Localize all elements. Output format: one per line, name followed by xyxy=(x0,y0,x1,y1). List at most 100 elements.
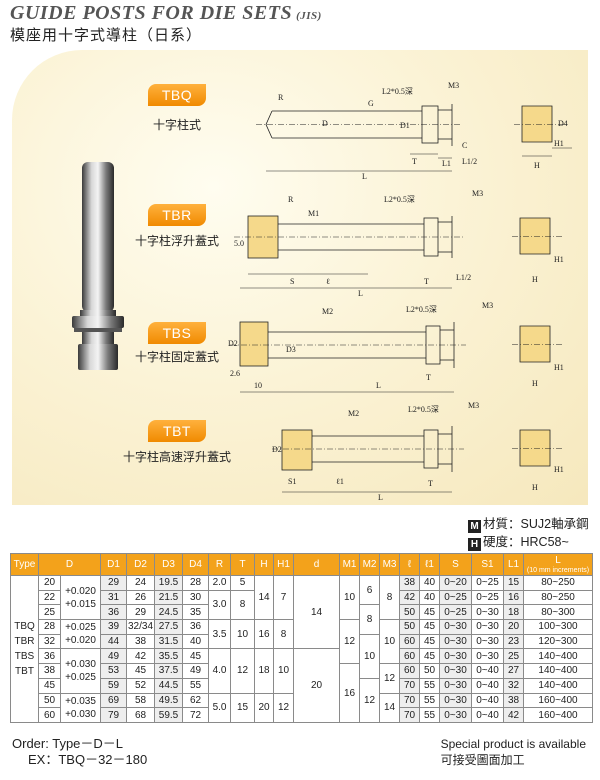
th-length-label: L xyxy=(555,555,561,566)
cell-s1: 0~30 xyxy=(471,648,505,665)
lbl-g: G xyxy=(368,99,374,108)
th-d2: D2 xyxy=(126,553,156,576)
cell-s1: 0~30 xyxy=(471,633,505,650)
cell-t: 5 xyxy=(230,575,256,591)
cell-h: 14 xyxy=(254,574,275,621)
title-cn: 模座用十字式導柱（日系） xyxy=(10,27,203,44)
th-l: ℓ xyxy=(399,553,421,576)
cell-length: 120~300 xyxy=(523,633,594,650)
cell-t: 10 xyxy=(230,619,256,650)
hardness-icon: H xyxy=(468,538,481,551)
drawing-tbr: 5.0 R M1 L2*0.5深 M3 S ℓ L T L1/2 H H1 xyxy=(234,189,564,298)
cell-r: 3.5 xyxy=(208,619,232,650)
cell-d: 28 xyxy=(38,619,61,635)
th-L1: L1 xyxy=(503,553,525,576)
th-m1: M1 xyxy=(339,553,361,576)
cell-m1: 10 xyxy=(339,574,361,621)
cell-l: 70 xyxy=(399,677,421,694)
cell-d1: 59 xyxy=(100,677,128,694)
lbl-tbr-l1half: L1/2 xyxy=(456,273,471,282)
cell-l: 42 xyxy=(399,589,421,606)
order-info: Order: Type－D－L EX：TBQ－32－180 xyxy=(12,736,147,768)
cell-s: 0~30 xyxy=(439,633,473,650)
cell-d: 45 xyxy=(38,677,61,694)
cell-r: 3.0 xyxy=(208,589,232,621)
cell-l1: 45 xyxy=(419,633,441,650)
tab-tbs: TBS xyxy=(148,322,206,344)
spec-table: Type D D1 D2 D3 D4 R T H H1 d M1 M2 M3 ℓ… xyxy=(10,553,594,723)
cell-d-small: 20 xyxy=(293,648,341,723)
cell-s: 0~30 xyxy=(439,707,473,723)
lbl-tbt-l2: L2*0.5深 xyxy=(408,405,439,414)
lbl-tbs-m: M2 xyxy=(322,307,333,316)
cell-length: 140~400 xyxy=(523,677,594,694)
cell-t: 12 xyxy=(230,648,256,694)
cell-l1: 55 xyxy=(419,677,441,694)
lbl-tbt-s1: S1 xyxy=(288,477,296,486)
cell-d2: 38 xyxy=(126,633,156,650)
cell-s1: 0~30 xyxy=(471,619,505,635)
cell-d4: 36 xyxy=(182,619,210,635)
cell-d2: 52 xyxy=(126,677,156,694)
cell-length: 140~400 xyxy=(523,648,594,665)
cell-d4: 72 xyxy=(182,707,210,723)
th-d-small: d xyxy=(293,553,341,576)
label-tbq: 十字柱式 xyxy=(152,118,201,132)
cell-L1: 32 xyxy=(503,677,525,694)
cell-d3: 37.5 xyxy=(154,663,184,679)
cell-l1: 55 xyxy=(419,707,441,723)
cell-d4: 45 xyxy=(182,648,210,665)
lbl-l2: L2*0.5深 xyxy=(382,87,413,96)
lbl-tbt-m2: M2 xyxy=(348,409,359,418)
cell-d1: 31 xyxy=(100,589,128,606)
cell-s1: 0~40 xyxy=(471,707,505,723)
cell-d3: 49.5 xyxy=(154,692,184,709)
table-header-row: Type D D1 D2 D3 D4 R T H H1 d M1 M2 M3 ℓ… xyxy=(10,553,594,576)
cell-d1: 53 xyxy=(100,663,128,679)
cell-L1: 25 xyxy=(503,648,525,665)
cell-l: 60 xyxy=(399,648,421,665)
cell-s1: 0~25 xyxy=(471,575,505,591)
tab-tbr: TBR xyxy=(148,204,206,226)
lbl-tbt-t: T xyxy=(428,479,433,488)
tab-tbt: TBT xyxy=(148,420,206,442)
cell-h1: 12 xyxy=(273,692,295,723)
cell-length: 160~400 xyxy=(523,692,594,709)
cell-s: 0~30 xyxy=(439,692,473,709)
cell-h: 20 xyxy=(254,692,275,723)
cell-t: 15 xyxy=(230,692,256,723)
cell-d2: 42 xyxy=(126,648,156,665)
cell-d1: 49 xyxy=(100,648,128,665)
th-m3: M3 xyxy=(379,553,401,576)
label-tbt: 十字柱高速浮升蓋式 xyxy=(122,450,231,464)
th-l1: ℓ1 xyxy=(419,553,441,576)
th-r: R xyxy=(208,553,232,576)
lbl-d: D xyxy=(322,119,328,128)
cell-L1: 42 xyxy=(503,707,525,723)
cell-d2: 29 xyxy=(126,604,156,621)
title-en: GUIDE POSTS FOR DIE SETS(JIS) xyxy=(10,2,322,25)
lbl-tbs-t: T xyxy=(426,373,431,382)
cell-s1: 0~40 xyxy=(471,677,505,694)
lbl-tbs-d3: D3 xyxy=(286,345,296,354)
cell-d3: 44.5 xyxy=(154,677,184,694)
cell-s1: 0~40 xyxy=(471,663,505,679)
th-d4: D4 xyxy=(182,553,210,576)
cell-l: 50 xyxy=(399,619,421,635)
th-s: S xyxy=(439,553,473,576)
th-d3: D3 xyxy=(154,553,184,576)
cell-l1: 45 xyxy=(419,619,441,635)
lbl-tbt-h1: H1 xyxy=(554,465,564,474)
cell-L1: 20 xyxy=(503,619,525,635)
cell-m3: 12 xyxy=(379,663,401,694)
drawing-tbt: D2 M2 L2*0.5深 M3 S1 ℓ1 L T H H1 xyxy=(272,402,564,502)
cell-l1: 55 xyxy=(419,692,441,709)
type-code: TBS xyxy=(14,650,35,662)
title-en-text: GUIDE POSTS FOR DIE SETS xyxy=(10,2,293,24)
cell-L1: 18 xyxy=(503,604,525,621)
cell-L1: 16 xyxy=(503,589,525,606)
lbl-tbs-l: L xyxy=(376,381,381,390)
cell-d: 25 xyxy=(38,604,61,621)
